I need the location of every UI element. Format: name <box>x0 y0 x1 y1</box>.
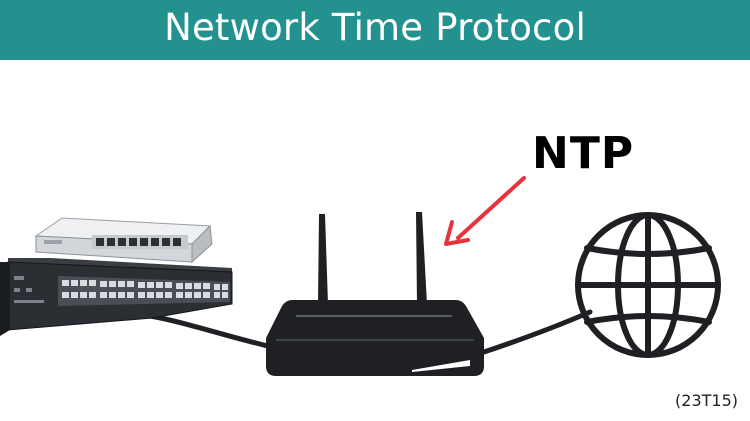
globe-internet-icon <box>575 212 721 358</box>
network-switch-stack-icon <box>0 217 233 336</box>
top-switch <box>34 217 213 264</box>
switch-router-cable <box>147 313 271 349</box>
title-bar: Network Time Protocol <box>0 0 750 60</box>
image-code: (23T15) <box>675 391 738 410</box>
pointer-arrow-icon <box>444 176 526 246</box>
router-body <box>266 300 484 376</box>
page-title: Network Time Protocol <box>164 5 586 49</box>
cables <box>147 309 593 355</box>
router-globe-cable <box>481 309 593 355</box>
main-switch <box>0 258 233 336</box>
ntp-label: NTP <box>532 128 635 179</box>
router-antenna-right <box>416 212 427 304</box>
router-antenna-left <box>318 214 328 304</box>
wireless-router-icon <box>266 212 484 376</box>
